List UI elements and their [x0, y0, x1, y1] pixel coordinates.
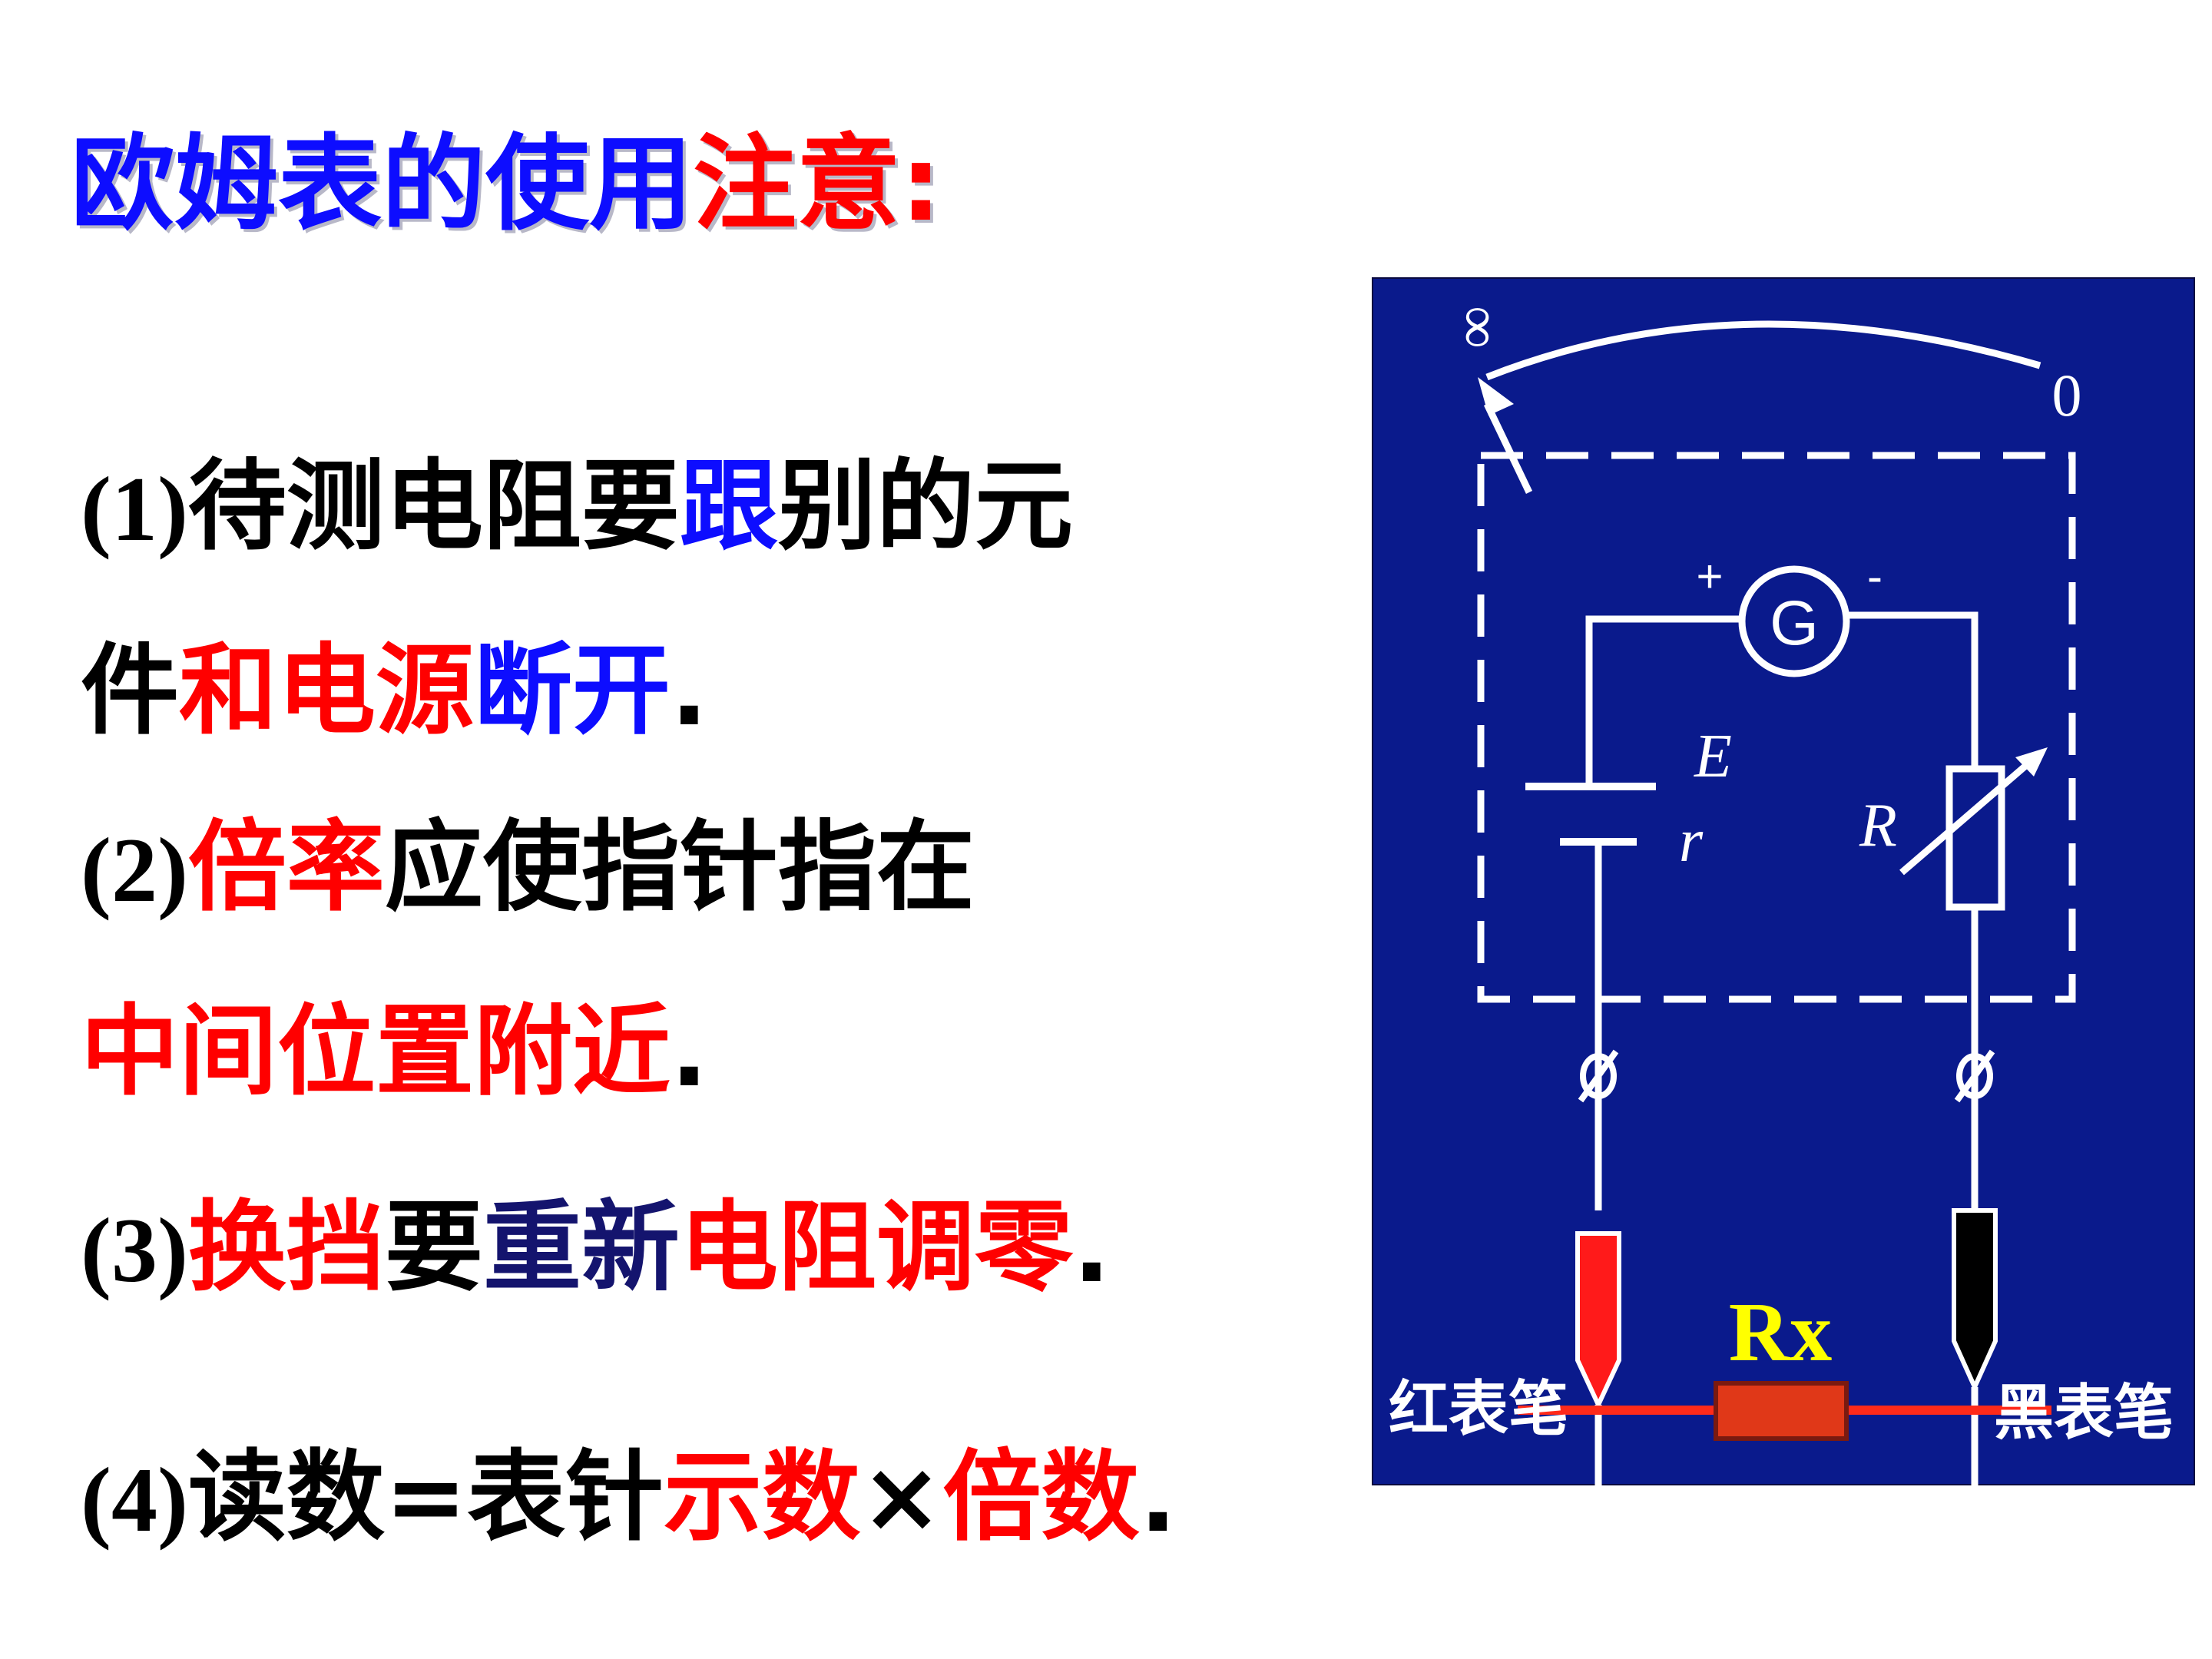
rheostat-label: R — [1859, 792, 1897, 859]
red-probe-label: 红表笔 — [1389, 1375, 1568, 1444]
rx-label: Rx — [1729, 1285, 1832, 1379]
scale-right-label: 0 — [2052, 362, 2082, 429]
item-1-line-2: 件和电源断开. — [81, 634, 708, 749]
item-4-number: (4) — [81, 1449, 188, 1551]
page-title: 欧姆表的使用注意: — [71, 127, 942, 242]
item-3-text-d: 电阻调零 — [679, 1190, 1073, 1305]
black-probe-label: 黑表笔 — [1994, 1379, 2174, 1448]
red-probe — [1575, 1231, 1621, 1485]
item-4-text-a: 读数=表针 — [187, 1440, 664, 1555]
item-2-line-2: 中间位置附近. — [81, 995, 708, 1110]
scale-left-label: ∞ — [1447, 306, 1514, 349]
plus-terminal-label: + — [1696, 551, 1723, 602]
battery-symbol — [1525, 783, 1656, 846]
rheostat-arrow — [2015, 747, 2048, 777]
item-1-line-1: (1)待测电阻要跟别的元 — [81, 449, 1073, 567]
title-part1: 欧姆表的使用 — [71, 124, 693, 244]
meter-scale-arc — [1485, 320, 2041, 381]
item-3-text-b: 要 — [384, 1190, 483, 1305]
minus-terminal-label: - — [1867, 551, 1883, 602]
item-3-period: . — [1072, 1190, 1111, 1305]
item-1-text-e: 和电源 — [179, 634, 475, 748]
item-1-text-b: 跟 — [679, 449, 778, 564]
item-1-text-a: 待测电阻要 — [187, 449, 680, 564]
black-probe — [1952, 1208, 1998, 1485]
galvanometer-label: G — [1770, 588, 1819, 658]
item-1-text-c: 别的元 — [777, 449, 1073, 564]
meter-pointer — [1478, 377, 1533, 494]
item-4-times: × — [860, 1440, 943, 1555]
item-3-number: (3) — [81, 1199, 188, 1301]
item-2-period: . — [671, 995, 708, 1109]
item-1-number: (1) — [81, 458, 188, 560]
item-2-line-1: (2)倍率应使指针指在 — [81, 810, 975, 928]
terminal-left — [1578, 1049, 1619, 1103]
item-2-text-c: 中间位置附近 — [81, 995, 671, 1109]
item-4-text-b: 示数 — [664, 1440, 861, 1555]
item-2-number: (2) — [81, 819, 188, 921]
meter-enclosure — [1477, 452, 2076, 1003]
title-part2: 注意: — [693, 124, 942, 244]
item-4-text-c: 倍数 — [942, 1440, 1140, 1555]
ohmmeter-diagram: ∞ 0 E r G + - R — [1372, 277, 2195, 1485]
item-3-text-c: 重新 — [482, 1190, 680, 1305]
diagram-background — [1372, 277, 2195, 1485]
rx-resistor — [1714, 1381, 1849, 1441]
item-4-line: (4)读数=表针示数×倍数. — [81, 1440, 1177, 1558]
item-3-line: (3)换挡要重新电阻调零. — [81, 1190, 1111, 1308]
terminal-right — [1954, 1049, 1995, 1103]
galvanometer-symbol — [1738, 565, 1850, 677]
rheostat-symbol — [1899, 750, 2042, 911]
item-2-text-b: 应使指针指在 — [384, 810, 975, 925]
emf-label: E — [1694, 723, 1732, 790]
item-1-text-f: 断开 — [474, 634, 671, 748]
item-4-period: . — [1139, 1440, 1177, 1555]
item-2-text-a: 倍率 — [187, 810, 385, 925]
item-1-text-d: 件 — [81, 634, 180, 748]
internal-resistance-label: r — [1679, 807, 1704, 875]
item-1-period: . — [671, 634, 708, 748]
item-3-text-a: 换挡 — [187, 1190, 385, 1305]
